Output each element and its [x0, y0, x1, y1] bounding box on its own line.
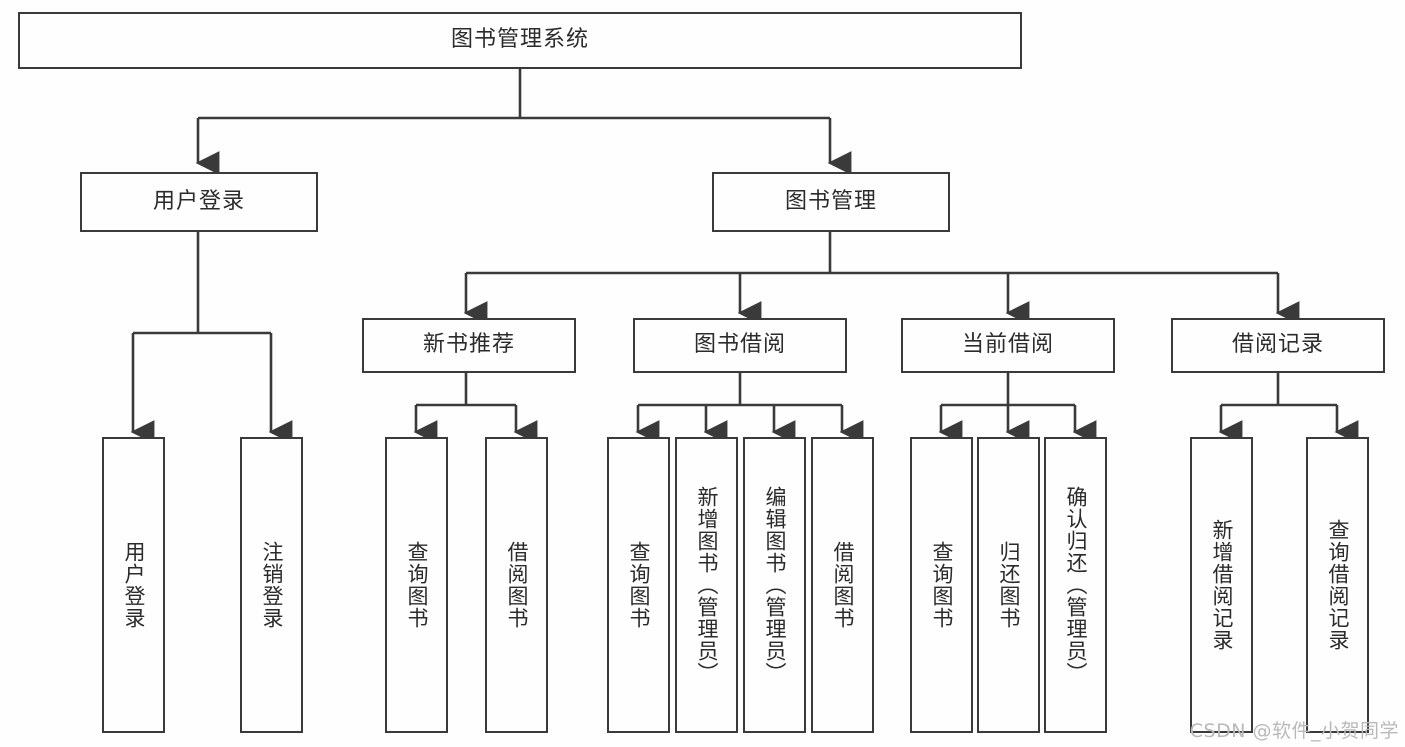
- leaf-br-query-record[interactable]: 查询借阅记录: [1306, 437, 1369, 733]
- node-borrow-record-label: 借阅记录: [1231, 332, 1324, 358]
- node-user-login-label: 用户登录: [152, 188, 245, 214]
- node-book-borrow-label: 图书借阅: [693, 332, 786, 358]
- leaf-logout-label: 注销登录: [259, 541, 284, 629]
- node-current-borrow[interactable]: 当前借阅: [901, 318, 1115, 373]
- leaf-cb-confirm-return[interactable]: 确认归还（管理员）: [1044, 437, 1107, 733]
- leaf-cb-query-book[interactable]: 查询图书: [910, 437, 973, 733]
- leaf-nb-borrow-book[interactable]: 借阅图书: [485, 437, 548, 733]
- node-borrow-record[interactable]: 借阅记录: [1171, 318, 1385, 373]
- node-book-management-label: 图书管理: [784, 188, 877, 214]
- node-new-book-recommend[interactable]: 新书推荐: [362, 318, 576, 373]
- node-current-borrow-label: 当前借阅: [961, 332, 1054, 358]
- leaf-bb-query-book-label: 查询图书: [626, 541, 651, 629]
- node-root-system-label: 图书管理系统: [450, 27, 589, 53]
- leaf-cb-return-book[interactable]: 归还图书: [977, 437, 1040, 733]
- leaf-nb-query-book[interactable]: 查询图书: [385, 437, 448, 733]
- leaf-logout[interactable]: 注销登录: [240, 437, 303, 733]
- leaf-bb-query-book[interactable]: 查询图书: [607, 437, 670, 733]
- leaf-cb-query-book-label: 查询图书: [929, 541, 954, 629]
- leaf-br-add-record-label: 新增借阅记录: [1209, 519, 1234, 651]
- node-user-login[interactable]: 用户登录: [80, 172, 318, 232]
- leaf-bb-borrow-book-label: 借阅图书: [830, 541, 855, 629]
- leaf-cb-confirm-return-label: 确认归还（管理员）: [1063, 486, 1088, 684]
- leaf-nb-query-book-label: 查询图书: [404, 541, 429, 629]
- node-new-book-recommend-label: 新书推荐: [422, 332, 515, 358]
- leaf-bb-borrow-book[interactable]: 借阅图书: [811, 437, 874, 733]
- leaf-user-login[interactable]: 用户登录: [102, 437, 165, 733]
- node-root-system[interactable]: 图书管理系统: [18, 12, 1022, 69]
- leaf-bb-edit-book-label: 编辑图书（管理员）: [762, 486, 787, 684]
- leaf-nb-borrow-book-label: 借阅图书: [504, 541, 529, 629]
- leaf-br-add-record[interactable]: 新增借阅记录: [1190, 437, 1253, 733]
- node-book-borrow[interactable]: 图书借阅: [633, 318, 847, 373]
- watermark-text: CSDN @软件_小贺同学: [1189, 720, 1399, 742]
- leaf-br-query-record-label: 查询借阅记录: [1325, 519, 1350, 651]
- leaf-bb-add-book-label: 新增图书（管理员）: [694, 486, 719, 684]
- leaf-user-login-label: 用户登录: [121, 541, 146, 629]
- node-book-management[interactable]: 图书管理: [712, 172, 950, 232]
- leaf-bb-edit-book[interactable]: 编辑图书（管理员）: [743, 437, 806, 733]
- leaf-bb-add-book[interactable]: 新增图书（管理员）: [675, 437, 738, 733]
- leaf-cb-return-book-label: 归还图书: [996, 541, 1021, 629]
